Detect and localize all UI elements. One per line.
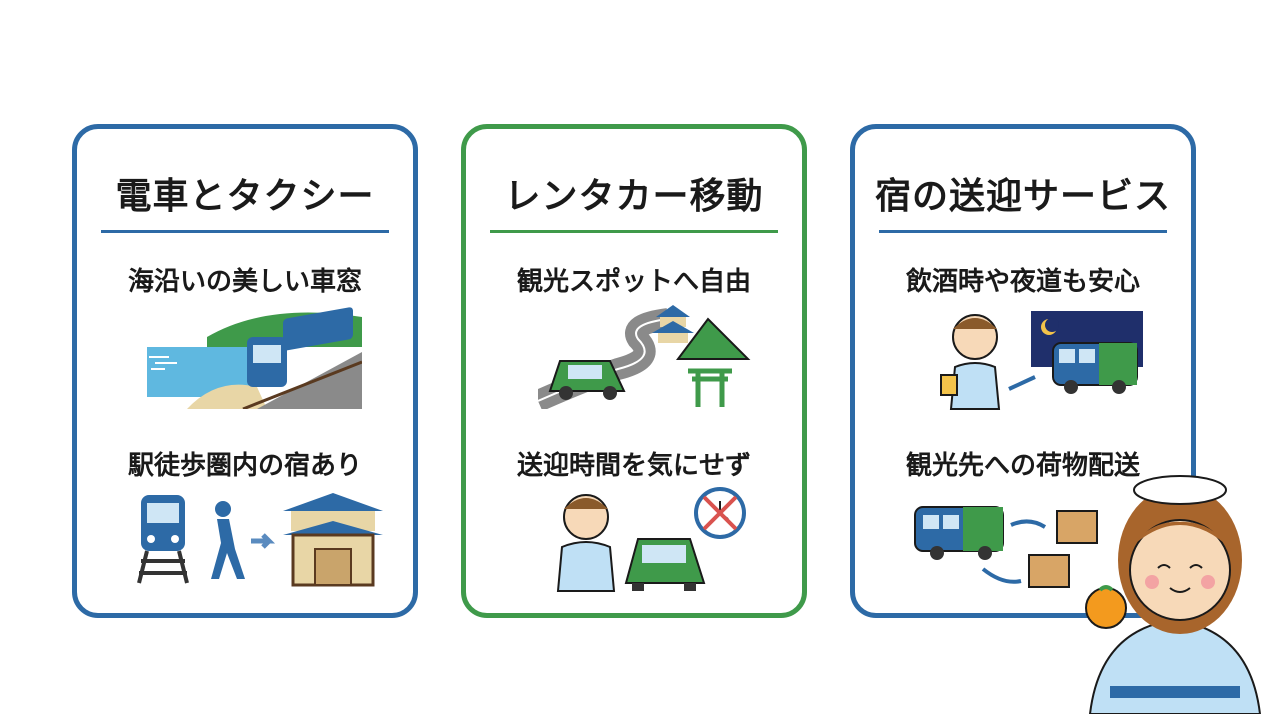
walking-person-icon [211, 501, 245, 579]
card-rental-car: レンタカー移動 観光スポットへ自由 送迎時間を気にせず [461, 124, 807, 618]
car-sightseeing-illustration [538, 305, 751, 409]
card-title: レンタカー移動 [504, 176, 764, 217]
feature-label: 送迎時間を気にせず [516, 451, 751, 481]
station-walk-inn-illustration [137, 493, 383, 587]
card-title: 宿の送迎サービス [874, 176, 1171, 217]
car-icon [624, 538, 706, 591]
feature-label: 観光スポットへ自由 [516, 267, 751, 297]
train-icon [137, 495, 189, 584]
night-shuttle-illustration [940, 311, 1143, 410]
divider [490, 230, 778, 233]
torii-gate-icon [688, 368, 732, 407]
card-title: 電車とタクシー [115, 176, 375, 217]
no-clock-icon [694, 487, 746, 539]
feature-label: 飲酒時や夜道も安心 [905, 267, 1140, 297]
divider [101, 230, 389, 233]
castle-icon [652, 305, 694, 343]
inn-hostess-mascot [1085, 475, 1262, 714]
relaxed-driver-illustration [556, 487, 746, 592]
car-icon [548, 360, 626, 400]
coastal-train-illustration [147, 307, 362, 409]
inn-building-icon [283, 493, 383, 587]
shuttle-bus-icon [914, 506, 1004, 560]
card-train-taxi: 電車とタクシー 海沿いの美しい車窓 駅徒歩圏内の宿あり [72, 124, 418, 618]
relaxed-person-icon [556, 494, 616, 592]
shuttle-bus-icon [1052, 342, 1138, 394]
luggage-delivery-illustration [914, 506, 1098, 588]
package-icon [1028, 510, 1098, 588]
orange-icon [1085, 587, 1127, 629]
feature-label: 海沿いの美しい車窓 [127, 267, 362, 297]
feature-label: 観光先への荷物配送 [905, 451, 1140, 481]
divider [879, 230, 1167, 233]
person-with-drink-icon [940, 314, 1001, 410]
feature-label: 駅徒歩圏内の宿あり [127, 451, 362, 481]
